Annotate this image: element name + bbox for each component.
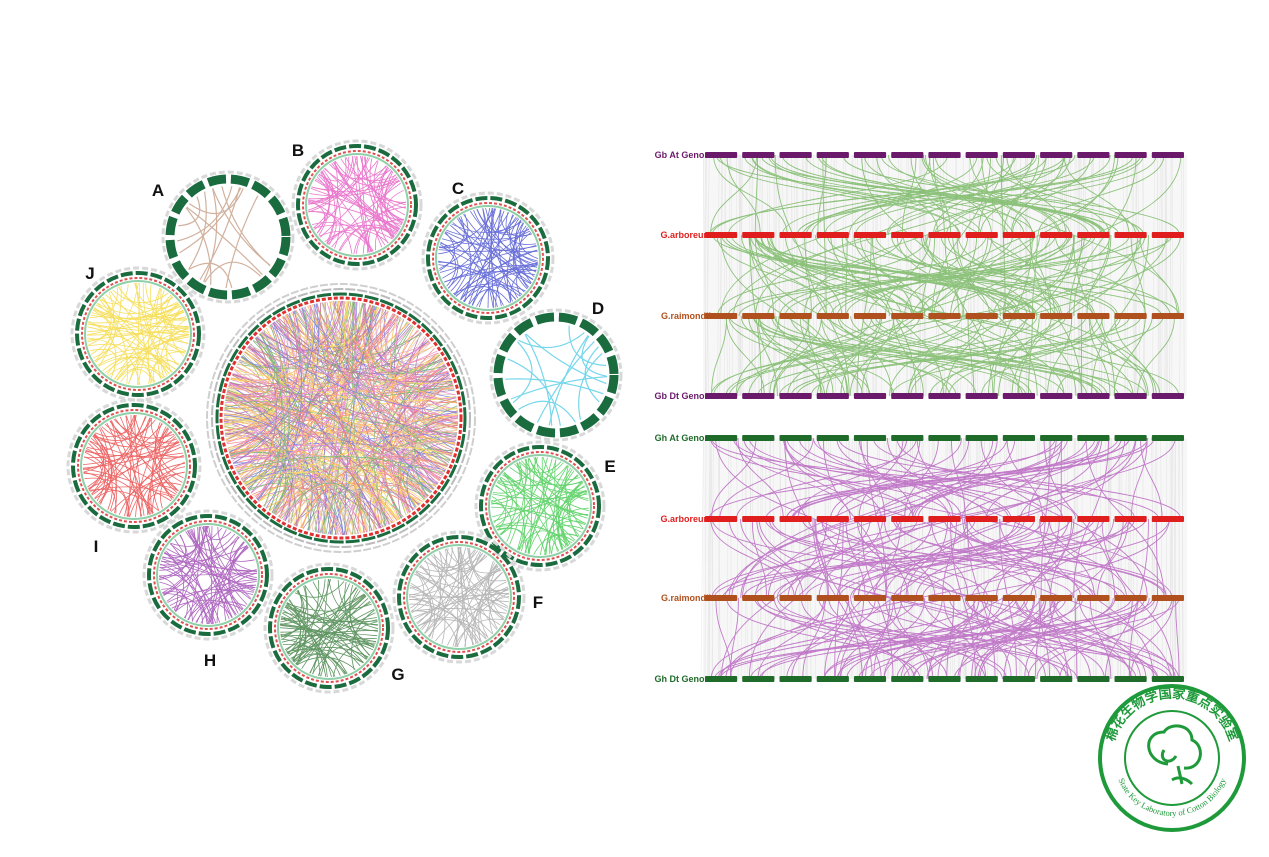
track-top-1 xyxy=(705,232,1184,238)
circos-panel-b xyxy=(291,139,423,271)
circos-panel-c xyxy=(421,191,555,325)
track-bottom-2 xyxy=(705,595,1184,601)
track-label: Gb At Genome xyxy=(655,150,718,160)
panel-label-d: D xyxy=(592,299,604,318)
track-top-2 xyxy=(705,313,1184,319)
synteny-links-top xyxy=(709,154,1182,397)
track-bottom-1 xyxy=(705,516,1184,522)
panel-label-b: B xyxy=(292,141,304,160)
track-bottom-3 xyxy=(705,676,1184,682)
track-top-3 xyxy=(705,393,1184,399)
panel-label-j: J xyxy=(85,264,94,283)
track-label: G.raimondii xyxy=(661,593,711,603)
circos-diagram-group: A B C D E F G H I J xyxy=(66,139,623,694)
track-label: Gb Dt Genome xyxy=(654,391,717,401)
circos-panel-a xyxy=(161,170,295,304)
track-label: G.raimondii xyxy=(661,311,711,321)
track-label: Gh Dt Genome xyxy=(654,674,717,684)
circos-panel-h xyxy=(142,509,274,641)
track-label: Gh At Genome xyxy=(655,433,718,443)
track-top-0 xyxy=(705,152,1184,158)
panel-label-g: G xyxy=(391,665,404,684)
track-label: G.arboreum xyxy=(660,514,711,524)
panel-label-a: A xyxy=(152,181,164,200)
panel-label-c: C xyxy=(452,179,464,198)
circos-panel-j xyxy=(70,266,206,402)
cotton-boll-icon xyxy=(1147,724,1202,786)
synteny-links-bottom xyxy=(708,437,1182,680)
track-bottom-0 xyxy=(705,435,1184,441)
circos-panel-d xyxy=(489,308,623,442)
circos-panel-f xyxy=(392,530,526,664)
panel-label-f: F xyxy=(533,593,543,612)
circos-panel-g xyxy=(263,562,395,694)
circos-central xyxy=(206,283,476,553)
panel-label-e: E xyxy=(604,457,615,476)
circos-panel-i xyxy=(66,398,202,534)
track-label: G.arboreum xyxy=(660,230,711,240)
panel-label-i: I xyxy=(94,537,99,556)
panel-label-h: H xyxy=(204,651,216,670)
circos-panel-e xyxy=(474,440,606,572)
